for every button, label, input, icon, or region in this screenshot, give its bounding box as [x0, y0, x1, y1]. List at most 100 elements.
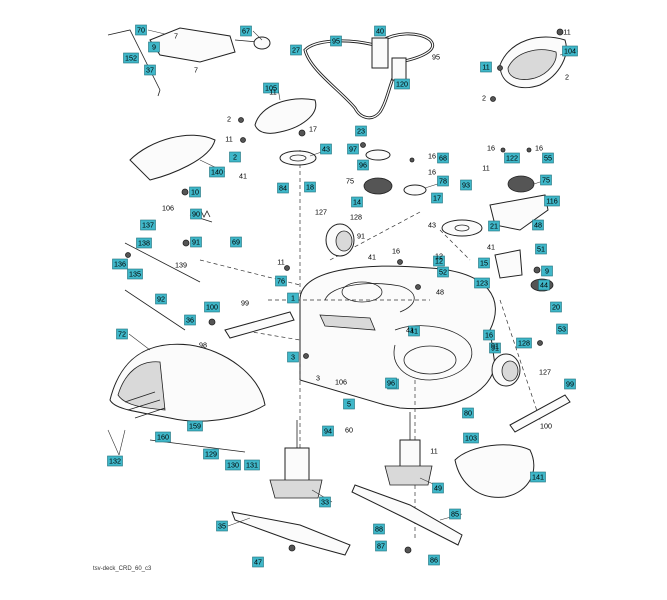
part-callout: 85: [449, 508, 461, 520]
callout-number: 70: [137, 26, 145, 35]
callout-box: [140, 219, 156, 231]
part-number: 12: [435, 252, 443, 261]
callout-box: [123, 52, 139, 64]
callout-number: 135: [129, 270, 141, 279]
part-callout: 94: [322, 425, 334, 437]
part-callout: 67: [240, 25, 252, 37]
belt-cover: [499, 36, 567, 89]
callout-number: 3: [291, 353, 295, 362]
callout-box: [564, 378, 576, 390]
part-number: 3: [316, 374, 320, 383]
callout-number: 105: [265, 84, 277, 93]
callout-box: [373, 523, 385, 535]
callout-box: [136, 237, 152, 249]
callout-number: 137: [142, 221, 154, 230]
callout-box: [488, 220, 500, 232]
spindle-right: [384, 412, 433, 486]
belt-guards: [129, 98, 317, 181]
part-callout: 55: [542, 152, 554, 164]
callout-number: 75: [542, 176, 550, 185]
part-number: 11: [563, 28, 570, 37]
part-callout: 48: [532, 219, 544, 231]
callout-number: 53: [558, 325, 566, 334]
part-callout: 10: [189, 186, 201, 198]
callout-box: [504, 152, 520, 164]
part-callout: 141: [530, 471, 546, 483]
callout-box: [187, 420, 203, 432]
part-callout: 131: [244, 459, 260, 471]
callout-number: 130: [227, 461, 239, 470]
callout-number: 76: [277, 277, 285, 286]
callout-box: [244, 459, 260, 471]
callout-box: [116, 328, 128, 340]
callout-box: [357, 159, 369, 171]
part-number: 106: [162, 204, 174, 213]
part-callout: 43: [320, 143, 332, 155]
part-callout: 36: [184, 314, 196, 326]
part-callout: 84: [277, 182, 289, 194]
lift-linkage-assembly: [107, 27, 271, 97]
part-number: 127: [539, 368, 551, 377]
callout-box: [304, 181, 316, 193]
part-callout: 90: [190, 208, 202, 220]
part-callout: 41: [408, 325, 420, 337]
part-number: 99: [241, 299, 249, 308]
callout-box: [347, 143, 359, 155]
part-number: 91: [357, 232, 365, 241]
callout-box: [394, 78, 410, 90]
callout-number: 141: [532, 473, 544, 482]
part-number: 16: [535, 144, 543, 153]
part-callout: 35: [216, 520, 228, 532]
callout-box: [230, 236, 242, 248]
callout-box: [408, 325, 420, 337]
callout-box: [431, 192, 443, 204]
callout-number: 12: [435, 257, 443, 266]
callout-number: 78: [439, 177, 447, 186]
callout-number: 9: [545, 267, 549, 276]
part-callout: 18: [304, 181, 316, 193]
callout-box: [277, 182, 289, 194]
callout-box: [148, 41, 160, 53]
callout-number: 44: [540, 281, 548, 290]
callout-box: [550, 301, 562, 313]
callout-number: 131: [246, 461, 258, 470]
part-callout: 135: [127, 268, 143, 280]
part-callout: 122: [504, 152, 520, 164]
callout-number: 88: [375, 525, 383, 534]
callout-number: 159: [189, 422, 201, 431]
callout-box: [209, 166, 225, 178]
part-callout: 95: [330, 35, 342, 47]
part-callout: 51: [535, 243, 547, 255]
part-number: 11: [225, 135, 232, 144]
callout-number: 43: [322, 145, 330, 154]
part-callout: 159: [187, 420, 203, 432]
callout-number: 95: [332, 37, 340, 46]
callout-box: [240, 25, 252, 37]
callout-box: [433, 255, 445, 267]
callout-box: [375, 540, 387, 552]
callout-number: 48: [534, 221, 542, 230]
deck-shell: [299, 265, 496, 410]
part-callout: 14: [351, 196, 363, 208]
part-callout: 136: [112, 258, 128, 270]
part-callout: 91: [489, 342, 501, 354]
part-number: 11: [482, 164, 489, 173]
callout-box: [462, 407, 474, 419]
callout-box: [437, 266, 449, 278]
part-number: 127: [315, 208, 327, 217]
callout-number: 2: [233, 153, 237, 162]
callout-box: [184, 314, 196, 326]
callout-box: [216, 520, 228, 532]
part-callout: 138: [136, 237, 152, 249]
part-callout: 87: [375, 540, 387, 552]
callout-number: 152: [125, 54, 137, 63]
part-callout: 15: [478, 257, 490, 269]
callout-number: 5: [347, 400, 351, 409]
part-callout: 69: [230, 236, 242, 248]
callout-number: 92: [157, 295, 165, 304]
part-callout: 9: [541, 265, 553, 277]
blades: [231, 484, 463, 556]
part-callout: 27: [290, 44, 302, 56]
part-callout: 16: [483, 329, 495, 341]
